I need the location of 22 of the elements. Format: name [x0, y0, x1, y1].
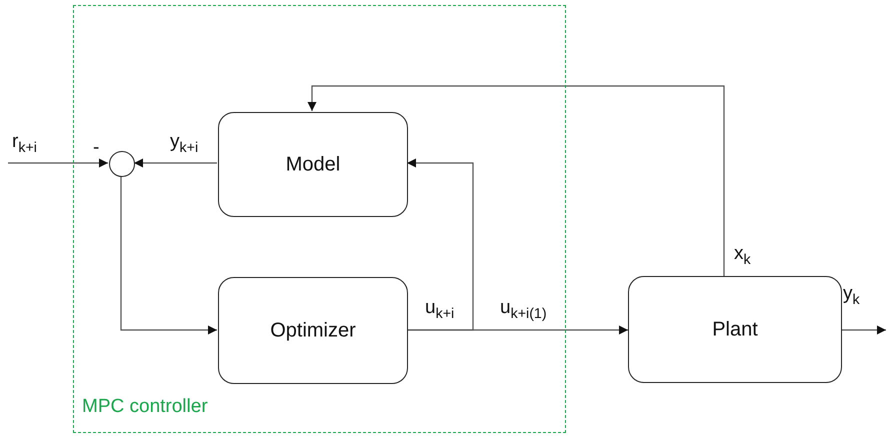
box-label: Optimizer — [269, 319, 357, 342]
controller-boundary — [73, 5, 566, 433]
summing-junction — [109, 151, 135, 177]
edge-label: x$_{k}$ — [734, 244, 751, 268]
group-label: MPC controller — [82, 396, 208, 418]
box-label: Plant — [711, 318, 759, 341]
sign-label: - — [93, 138, 100, 157]
arrow — [120, 176, 217, 334]
arrow — [407, 158, 474, 331]
process-box — [218, 277, 408, 384]
process-box — [218, 112, 408, 217]
arrow — [842, 326, 886, 334]
arrow — [308, 85, 725, 276]
edge-label: u$_{k+i(1)}$ — [500, 298, 547, 322]
process-box — [628, 276, 842, 383]
edge-label: u$_{k+i}$ — [425, 298, 454, 322]
edge-label: y$_{k}$ — [843, 284, 860, 308]
arrow — [134, 158, 217, 168]
edge-label: r$_{k+i}$ — [12, 132, 37, 156]
box-label: Model — [284, 153, 342, 176]
arrow — [8, 158, 108, 168]
edge-label: y$_{k+i}$ — [170, 132, 198, 156]
